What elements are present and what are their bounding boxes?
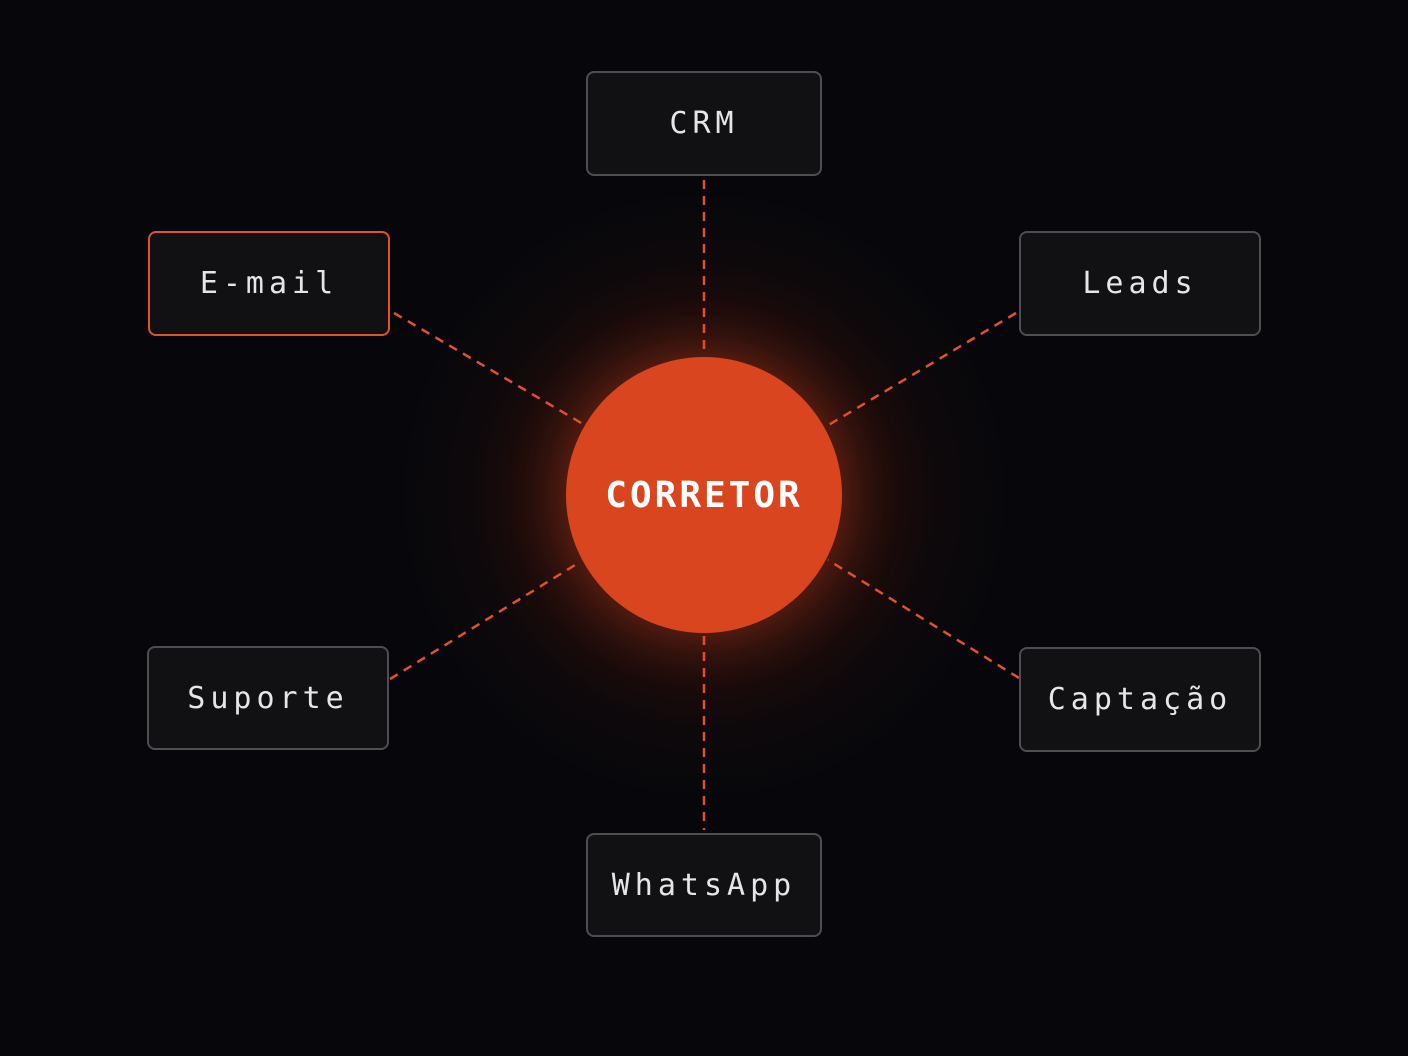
node-label: Suporte — [187, 680, 349, 716]
link-captacao — [827, 558, 1020, 680]
node-label: Captação — [1047, 682, 1233, 717]
node-suporte[interactable]: Suporte — [147, 646, 389, 750]
node-captacao[interactable]: Captação — [1019, 647, 1261, 752]
hub-label: CORRETOR — [605, 474, 803, 516]
node-crm[interactable]: CRM — [586, 71, 822, 176]
link-email — [393, 311, 584, 426]
node-label: E-mail — [199, 266, 339, 301]
node-whatsapp[interactable]: WhatsApp — [586, 833, 822, 937]
hub-corretor[interactable]: CORRETOR — [566, 357, 842, 633]
link-leads — [826, 311, 1017, 428]
node-label: CRM — [669, 106, 739, 141]
node-leads[interactable]: Leads — [1019, 231, 1261, 336]
node-label: WhatsApp — [611, 867, 797, 903]
node-label: Leads — [1082, 266, 1198, 301]
link-suporte — [389, 560, 581, 681]
node-email[interactable]: E-mail — [148, 231, 390, 336]
